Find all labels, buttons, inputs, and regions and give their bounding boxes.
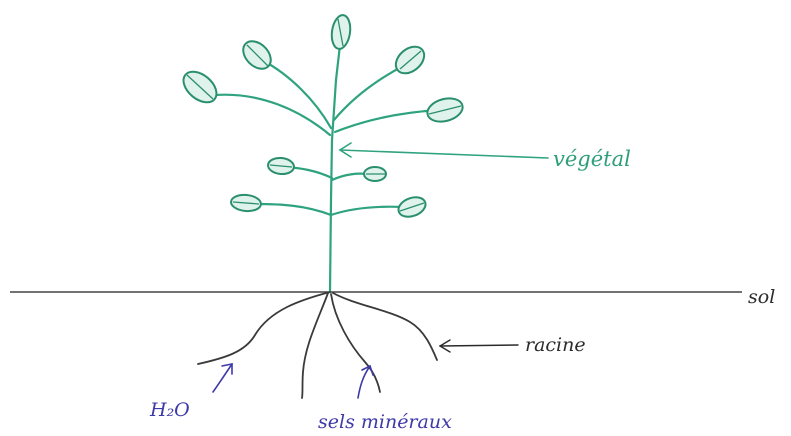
leaf-upper-right-inner: [391, 41, 430, 78]
arrow-root: [440, 340, 518, 352]
root-middle-left: [302, 293, 328, 398]
leaf-upper-left-outer: [178, 66, 223, 109]
branch-upper-left-inner: [262, 60, 331, 128]
label-minerals: sels minéraux: [318, 411, 452, 433]
arrow-plant: [340, 143, 548, 158]
branch-upper-right-inner: [334, 65, 405, 120]
label-plant: végétal: [553, 147, 631, 171]
label-root: racine: [525, 334, 586, 356]
arrow-water: [213, 364, 232, 392]
label-water: H₂O: [149, 399, 190, 421]
leaf-lower-left: [230, 194, 261, 213]
root-left: [198, 292, 330, 364]
branch-upper-right-outer: [335, 110, 440, 132]
branch-lower-right: [331, 207, 403, 215]
root-right: [333, 293, 437, 360]
label-soil: sol: [748, 286, 775, 308]
leaf-lower-right: [396, 194, 428, 220]
leaf-middle-right: [364, 167, 386, 181]
leaf-middle-left: [267, 157, 294, 175]
leaf-upper-right-outer: [425, 95, 465, 126]
root-middle-right: [331, 294, 380, 392]
leaf-upper-left-inner: [238, 36, 276, 74]
leaf-top: [330, 14, 353, 50]
main-stem: [330, 45, 340, 292]
branch-lower-left: [255, 204, 331, 215]
branch-middle-right: [332, 174, 366, 180]
